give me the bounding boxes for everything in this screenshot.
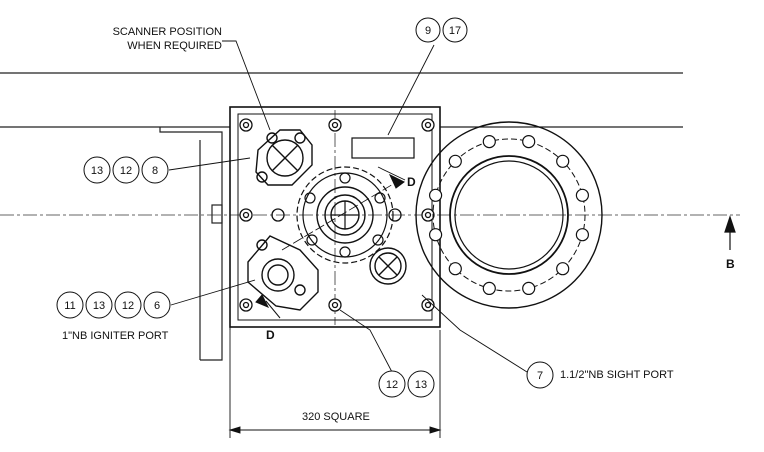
- centerline: [0, 110, 740, 325]
- flange-bolt-hole: [482, 135, 496, 149]
- balloon-text: 12: [386, 379, 398, 391]
- flange-bolt-hole: [522, 281, 536, 295]
- balloon-group-sight: 7: [526, 361, 554, 389]
- view-d-label-top: D: [407, 175, 416, 189]
- balloon-text: 9: [425, 25, 431, 37]
- balloon-text: 7: [537, 370, 543, 382]
- scanner-label-line1: SCANNER POSITION: [113, 26, 222, 38]
- sight-port: [369, 247, 407, 285]
- scanner-mount: [255, 129, 313, 186]
- dimension-label: 320 SQUARE: [302, 411, 370, 423]
- sight-port-label: 1.1/2"NB SIGHT PORT: [560, 369, 674, 381]
- view-d-arrows: [255, 173, 405, 319]
- nameplate: [351, 137, 415, 159]
- balloon-text: 6: [154, 300, 160, 312]
- balloon-text: 13: [415, 379, 427, 391]
- igniter-port-label: 1"NB IGNITER PORT: [62, 330, 169, 342]
- balloon-group-top: 9 17: [415, 17, 468, 43]
- flange-bolt-hole: [575, 228, 590, 242]
- balloon-text: 11: [64, 300, 75, 312]
- flange-bolt-hole: [556, 154, 570, 168]
- balloon-text: 17: [449, 25, 461, 37]
- flange-bolt-hole: [448, 154, 462, 168]
- view-d-label-bottom: D: [266, 328, 275, 342]
- section-b-arrow: [724, 215, 736, 250]
- flange-bolt-hole: [575, 188, 590, 202]
- leader-lines: [168, 40, 528, 373]
- balloon-group-bottom: 12 13: [378, 370, 435, 398]
- balloon-text: 13: [91, 165, 103, 177]
- flange-bolt-hole: [482, 281, 496, 295]
- flange-bolt-hole: [429, 188, 443, 202]
- balloon-group-left-upper: 13 12 8: [83, 156, 169, 184]
- section-b-label: B: [726, 257, 735, 271]
- balloons: 9 17 13 12 8 11 13 12 6 12 13 7: [56, 17, 554, 398]
- balloon-text: 8: [152, 165, 158, 177]
- balloon-text: 12: [122, 300, 134, 312]
- flange-bolt-hole: [448, 262, 462, 276]
- flange-bolt-hole: [522, 135, 536, 149]
- balloon-text: 12: [120, 165, 132, 177]
- flange-bolt-hole: [429, 228, 443, 242]
- dimension-320: [228, 330, 442, 438]
- flange: [415, 121, 603, 309]
- balloon-group-left-lower: 11 13 12 6: [56, 291, 171, 319]
- balloon-text: 13: [93, 300, 105, 312]
- bolt-holes: [239, 118, 435, 312]
- text-labels: SCANNER POSITION WHEN REQUIRED 1"NB IGNI…: [62, 26, 735, 423]
- scanner-label-line2: WHEN REQUIRED: [127, 40, 222, 52]
- igniter-port: [247, 235, 319, 311]
- flange-bolt-hole: [556, 262, 570, 276]
- central-burner-port: [271, 166, 402, 264]
